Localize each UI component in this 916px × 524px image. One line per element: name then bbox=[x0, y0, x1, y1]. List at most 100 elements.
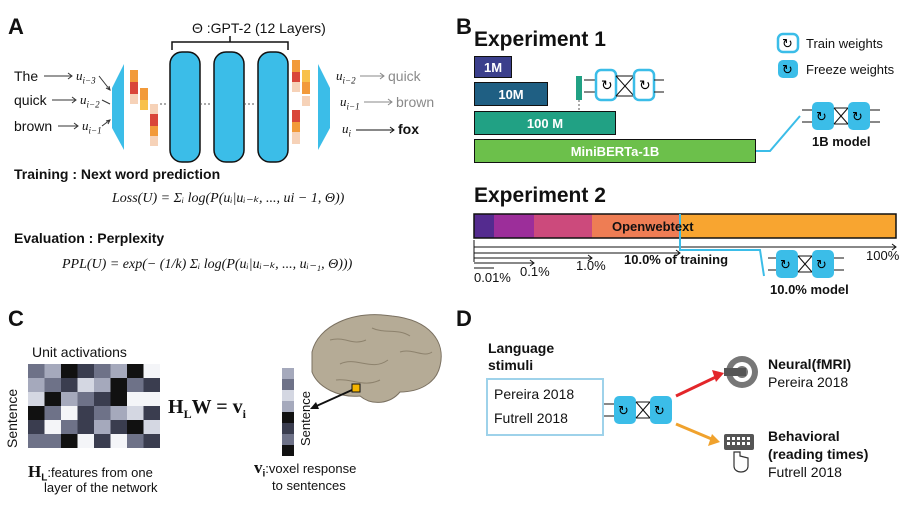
activation-cell bbox=[94, 378, 111, 392]
freeze-weights-icon bbox=[778, 60, 798, 78]
activation-cell bbox=[44, 378, 61, 392]
experiment-2-title: Experiment 2 bbox=[474, 184, 606, 207]
activation-cell bbox=[28, 392, 45, 406]
activation-cell bbox=[110, 378, 127, 392]
bar-10m: 10M bbox=[474, 82, 548, 106]
model-10-label: 10.0% model bbox=[770, 282, 849, 297]
bar-1m: 1M bbox=[474, 56, 512, 78]
voxel-cell bbox=[282, 368, 294, 379]
train-network bbox=[584, 68, 664, 102]
activation-cell bbox=[44, 434, 61, 448]
tick-0-01: 0.01% bbox=[474, 270, 511, 285]
evaluation-title: Evaluation : Perplexity bbox=[14, 230, 165, 246]
activation-cell bbox=[28, 420, 45, 434]
activation-cell bbox=[143, 378, 160, 392]
svg-text:↻: ↻ bbox=[782, 63, 793, 78]
activation-cell bbox=[94, 434, 111, 448]
tick-0-1: 0.1% bbox=[520, 264, 550, 279]
train-weights-icon bbox=[776, 32, 800, 54]
frozen-network-10 bbox=[768, 250, 844, 278]
neural-title: Neural(fMRI) bbox=[768, 356, 852, 372]
bar-miniberta-1b: MiniBERTa-1B bbox=[474, 139, 756, 163]
activation-cell bbox=[110, 434, 127, 448]
activation-cell bbox=[110, 420, 127, 434]
neural-dataset: Pereira 2018 bbox=[768, 374, 849, 390]
training-progress-bar bbox=[473, 213, 897, 239]
activation-cell bbox=[77, 434, 94, 448]
tick-1-0: 1.0% bbox=[576, 258, 606, 273]
tick-100: 100% bbox=[866, 248, 900, 263]
activation-cell bbox=[143, 434, 160, 448]
voxel-cell bbox=[282, 401, 294, 412]
activation-cell bbox=[77, 364, 94, 378]
activation-cell bbox=[127, 406, 144, 420]
activation-cell bbox=[28, 406, 45, 420]
activation-cell bbox=[110, 392, 127, 406]
stimuli-title-1: Language bbox=[488, 340, 555, 356]
encoding-equation: HLW = vi bbox=[168, 396, 246, 421]
panel-label-c: C bbox=[8, 306, 24, 331]
panel-label-a: A bbox=[8, 14, 24, 39]
activation-cell bbox=[28, 378, 45, 392]
output-token-3: ui bbox=[342, 121, 352, 139]
frozen-network-d bbox=[604, 396, 672, 424]
stimulus-futrell: Futrell 2018 bbox=[494, 410, 568, 426]
voxel-cell bbox=[282, 412, 294, 423]
model-1b-label: 1B model bbox=[812, 134, 871, 149]
svg-text:↻: ↻ bbox=[780, 258, 791, 273]
vi-caption-line2: to sentences bbox=[272, 478, 346, 493]
behavioral-dataset: Futrell 2018 bbox=[768, 464, 842, 480]
training-title: Training : Next word prediction bbox=[14, 166, 221, 182]
svg-text:↻: ↻ bbox=[816, 110, 827, 125]
activation-matrix bbox=[28, 364, 160, 448]
activation-cell bbox=[44, 420, 61, 434]
activation-cell bbox=[61, 392, 78, 406]
unit-activations-label: Unit activations bbox=[32, 344, 127, 360]
tick-10-0: 10.0% of training bbox=[624, 252, 729, 267]
transformer-block-3 bbox=[257, 51, 289, 163]
fmri-scanner-icon bbox=[724, 356, 758, 388]
legend-freeze-label: Freeze weights bbox=[806, 62, 895, 77]
voxel-cell bbox=[282, 445, 294, 456]
input-token-2: ui−2 bbox=[80, 92, 100, 110]
experiment-1-title: Experiment 1 bbox=[474, 28, 606, 51]
activation-cell bbox=[94, 364, 111, 378]
behavioral-title-1: Behavioral bbox=[768, 428, 840, 444]
input-embedding-strips bbox=[130, 70, 158, 146]
voxel-cell bbox=[282, 379, 294, 390]
activation-cell bbox=[44, 392, 61, 406]
activation-cell bbox=[77, 392, 94, 406]
input-word-1: The bbox=[14, 68, 39, 84]
activation-cell bbox=[28, 364, 45, 378]
activation-cell bbox=[77, 420, 94, 434]
activation-cell bbox=[143, 392, 160, 406]
activation-cell bbox=[44, 406, 61, 420]
activation-cell bbox=[61, 378, 78, 392]
stimulus-pereira: Pereira 2018 bbox=[494, 386, 575, 402]
activation-cell bbox=[110, 364, 127, 378]
activation-cell bbox=[94, 406, 111, 420]
activation-cell bbox=[44, 364, 61, 378]
activation-cell bbox=[127, 364, 144, 378]
activation-cell bbox=[127, 392, 144, 406]
vi-caption: vi:voxel response bbox=[254, 458, 357, 480]
keyboard-icon bbox=[724, 434, 754, 473]
ppl-formula: PPL(U) = exp(− (1/k) Σᵢ log(P(uᵢ|uᵢ₋ₖ, .… bbox=[62, 257, 353, 272]
activation-cell bbox=[94, 420, 111, 434]
neural-arrow bbox=[712, 370, 724, 382]
voxel-cell bbox=[282, 434, 294, 445]
hl-caption-line2: layer of the network bbox=[44, 480, 158, 495]
activation-cell bbox=[61, 420, 78, 434]
output-token-2: ui−1 bbox=[340, 94, 360, 112]
frozen-network-1b bbox=[802, 102, 880, 130]
behavioral-title-2: (reading times) bbox=[768, 446, 869, 462]
loss-formula: Loss(U) = Σᵢ log(P(uᵢ|uᵢ₋ₖ, ..., ui − 1,… bbox=[112, 191, 345, 206]
svg-text:↻: ↻ bbox=[654, 404, 665, 419]
input-token-3: ui−1 bbox=[82, 118, 102, 136]
input-word-2: quick bbox=[14, 92, 47, 108]
activation-cell bbox=[94, 392, 111, 406]
training-axis bbox=[473, 240, 897, 269]
